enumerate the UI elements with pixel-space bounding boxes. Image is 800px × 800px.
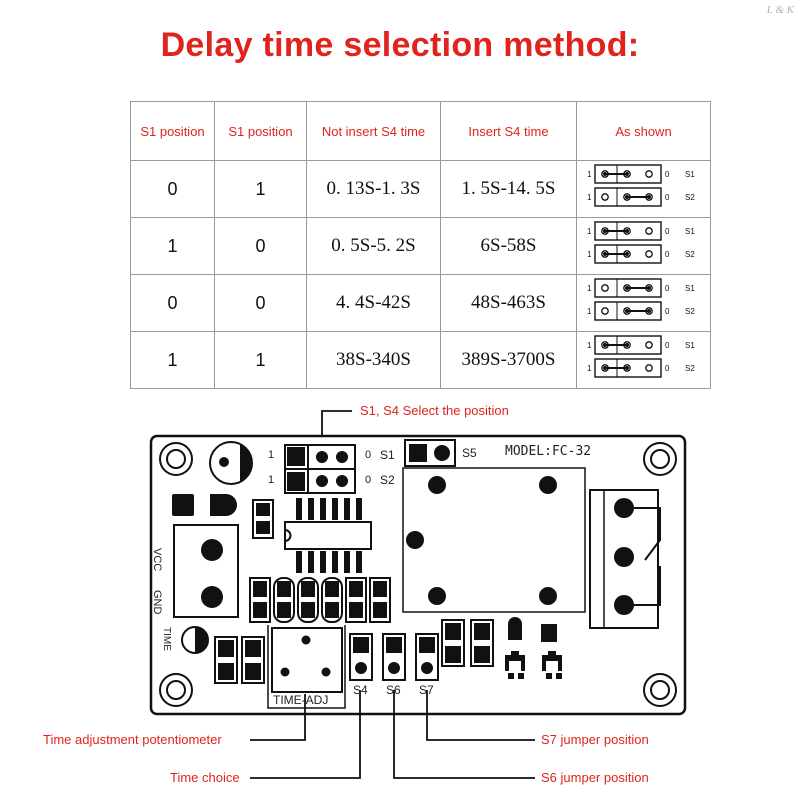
mini-label-switch: S2 xyxy=(685,307,695,316)
mini-jumper-s2: 1 0 S2 xyxy=(587,187,695,207)
jumper-label-zero-2: 0 xyxy=(365,474,372,486)
mini-label-switch: S2 xyxy=(685,364,695,373)
mini-label-zero: 0 xyxy=(665,170,670,179)
ic-chip-icon xyxy=(284,498,372,573)
transistor-icon xyxy=(505,617,562,679)
output-terminal-icon xyxy=(589,489,661,629)
cell-s1: 0 xyxy=(130,160,215,218)
smd-component xyxy=(252,499,274,539)
callout-time-choice: Time choice xyxy=(170,770,240,785)
mini-label-one: 1 xyxy=(587,250,592,259)
time-adj-bracket xyxy=(267,625,346,709)
mini-label-switch: S1 xyxy=(685,227,695,236)
mini-jumper-s2: 1 0 S2 xyxy=(587,301,695,321)
mini-jumper-s1: 1 0 S1 xyxy=(587,164,695,184)
cell-s1: 0 xyxy=(130,274,215,332)
jumper-s5 xyxy=(404,439,456,467)
resistor-pad-row xyxy=(249,577,391,623)
cell-s1: 1 xyxy=(130,331,215,389)
board-label-s5: S5 xyxy=(462,446,477,460)
mini-label-zero: 0 xyxy=(665,250,670,259)
board-label-vcc: VCC xyxy=(151,548,163,572)
power-pads xyxy=(172,494,237,516)
board-label-time-adj: TIME-ADJ xyxy=(273,693,329,707)
mini-label-zero: 0 xyxy=(665,364,670,373)
callout-s7-jumper: S7 jumper position xyxy=(541,732,649,747)
mini-label-one: 1 xyxy=(587,193,592,202)
mini-label-zero: 0 xyxy=(665,193,670,202)
mini-label-switch: S2 xyxy=(685,193,695,202)
page-title: Delay time selection method: xyxy=(160,26,640,64)
mounting-hole-icon xyxy=(159,442,677,707)
jumpers-s4-s6-s7 xyxy=(349,633,439,681)
header-as-shown: As shown xyxy=(576,101,711,161)
mini-label-zero: 0 xyxy=(665,284,670,293)
cell-s2: 1 xyxy=(214,160,307,218)
mini-label-zero: 0 xyxy=(665,227,670,236)
mini-label-zero: 0 xyxy=(665,307,670,316)
mini-label-one: 1 xyxy=(587,284,592,293)
cell-insert: 6S-58S xyxy=(440,217,577,275)
jumper-label-one-2: 1 xyxy=(268,474,275,486)
cell-s2: 0 xyxy=(214,217,307,275)
board-label-s7: S7 xyxy=(419,683,434,697)
mini-label-one: 1 xyxy=(587,307,592,316)
cell-not-insert: 0. 5S-5. 2S xyxy=(306,217,441,275)
cell-s2: 1 xyxy=(214,331,307,389)
mini-label-one: 1 xyxy=(587,227,592,236)
callout-time-potentiometer: Time adjustment potentiometer xyxy=(43,732,222,747)
callout-s6-jumper: S6 jumper position xyxy=(541,770,649,785)
mini-label-zero: 0 xyxy=(665,341,670,350)
relay-icon xyxy=(402,467,586,613)
lower-right-pads xyxy=(441,619,494,667)
mini-jumper-s2: 1 0 S2 xyxy=(587,244,695,264)
potentiometer-icon xyxy=(271,627,343,693)
board-model: MODEL:FC-32 xyxy=(505,444,592,459)
jumper-label-zero: 0 xyxy=(365,449,372,461)
callout-select-position: S1, S4 Select the position xyxy=(360,403,509,418)
mini-label-switch: S1 xyxy=(685,284,695,293)
header-insert-s4: Insert S4 time xyxy=(440,101,577,161)
mini-label-switch: S1 xyxy=(685,170,695,179)
board-label-time: TIME xyxy=(161,627,172,651)
mini-jumper-s1: 1 0 S1 xyxy=(587,278,695,298)
cell-not-insert: 38S-340S xyxy=(306,331,441,389)
cell-s2: 0 xyxy=(214,274,307,332)
mini-label-switch: S2 xyxy=(685,250,695,259)
cell-insert: 389S-3700S xyxy=(440,331,577,389)
mini-label-one: 1 xyxy=(587,170,592,179)
mini-jumper-s1: 1 0 S1 xyxy=(587,335,695,355)
watermark: L & K xyxy=(766,4,794,16)
power-terminal-icon xyxy=(173,524,239,618)
delay-table: S1 position S1 position Not insert S4 ti… xyxy=(130,101,711,389)
capacitor-icon xyxy=(209,441,253,485)
board-label-s6: S6 xyxy=(386,683,401,697)
board-label-gnd: GND xyxy=(151,590,163,615)
led-icon xyxy=(181,626,209,654)
board-label-s1: S1 xyxy=(380,448,395,462)
jumper-header-s1-s2 xyxy=(284,444,356,494)
mini-jumper-s1: 1 0 S1 xyxy=(587,221,695,241)
jumper-label-one: 1 xyxy=(268,449,275,461)
mini-label-one: 1 xyxy=(587,364,592,373)
board-label-s4: S4 xyxy=(353,683,368,697)
table-header-row: S1 position S1 position Not insert S4 ti… xyxy=(130,101,711,161)
mini-jumper-s2: 1 0 S2 xyxy=(587,358,695,378)
callout-lines xyxy=(250,410,535,779)
board-label-s2: S2 xyxy=(380,473,395,487)
lower-left-pads xyxy=(214,636,265,684)
mini-label-one: 1 xyxy=(587,341,592,350)
mini-label-switch: S1 xyxy=(685,341,695,350)
